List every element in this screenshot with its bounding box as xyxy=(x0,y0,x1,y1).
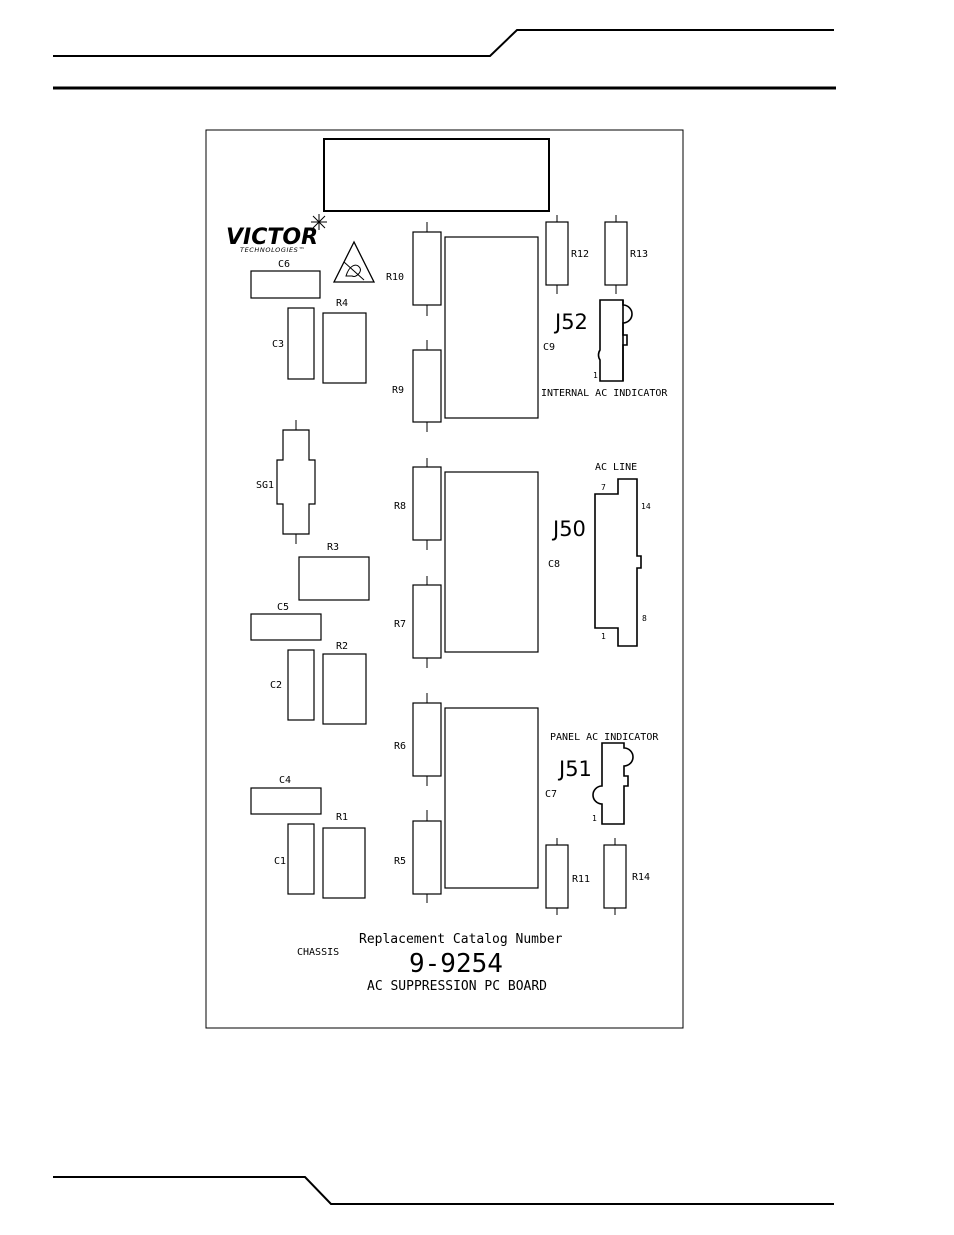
footer-rule xyxy=(53,1177,834,1204)
label-c7: C7 xyxy=(545,789,557,800)
capacitor-c7 xyxy=(445,708,538,888)
surge-gap-sg1 xyxy=(277,420,315,544)
label-ac-line: AC LINE xyxy=(595,462,637,473)
label-r6: R6 xyxy=(394,741,406,752)
label-r2: R2 xyxy=(336,641,348,652)
svg-text:TECHNOLOGIES™: TECHNOLOGIES™ xyxy=(240,246,306,254)
label-j50-pin14: 14 xyxy=(641,502,651,511)
label-r5: R5 xyxy=(394,856,406,867)
capacitor-c2 xyxy=(288,650,314,720)
capacitor-c5 xyxy=(251,614,321,640)
label-panel-ac-indicator: PANEL AC INDICATOR xyxy=(550,732,659,743)
label-chassis: CHASSIS xyxy=(297,947,339,958)
resistor-r8 xyxy=(413,458,441,550)
catalog-title: Replacement Catalog Number xyxy=(359,932,563,947)
label-c2: C2 xyxy=(270,680,282,691)
resistor-r2 xyxy=(323,654,366,724)
resistor-r7 xyxy=(413,576,441,668)
label-r1: R1 xyxy=(336,812,348,823)
label-r9: R9 xyxy=(392,385,404,396)
resistor-r4 xyxy=(323,313,366,383)
label-c3: C3 xyxy=(272,339,284,350)
resistor-r12 xyxy=(546,215,568,294)
label-sg1: SG1 xyxy=(256,480,274,491)
label-j50: J50 xyxy=(551,517,586,541)
label-r14: R14 xyxy=(632,872,650,883)
connector-j50 xyxy=(595,479,641,646)
resistor-r5 xyxy=(413,810,441,903)
label-c8: C8 xyxy=(548,559,560,570)
resistor-r10 xyxy=(413,222,441,316)
label-r13: R13 xyxy=(630,249,648,260)
label-j51: J51 xyxy=(557,757,592,781)
label-j52: J52 xyxy=(553,310,588,334)
label-c4: C4 xyxy=(279,775,291,786)
capacitor-c1 xyxy=(288,824,314,894)
header-rule xyxy=(53,30,836,88)
label-c6: C6 xyxy=(278,259,290,270)
resistor-r1 xyxy=(323,828,365,898)
capacitor-c8 xyxy=(445,472,538,652)
label-c1: C1 xyxy=(274,856,286,867)
catalog-number: 9-9254 xyxy=(409,949,503,979)
label-r7: R7 xyxy=(394,619,406,630)
label-r4: R4 xyxy=(336,298,348,309)
label-c5: C5 xyxy=(277,602,289,613)
star-icon xyxy=(311,214,327,230)
label-r12: R12 xyxy=(571,249,589,260)
label-j50-pin1: 1 xyxy=(601,632,606,641)
label-r3: R3 xyxy=(327,542,339,553)
capacitor-c9 xyxy=(445,237,538,418)
capacitor-c3 xyxy=(288,308,314,379)
board-name: AC SUPPRESSION PC BOARD xyxy=(367,979,547,994)
label-r8: R8 xyxy=(394,501,406,512)
resistor-r14 xyxy=(604,838,626,915)
capacitor-c6 xyxy=(251,271,320,298)
label-r11: R11 xyxy=(572,874,590,885)
label-j51-pin1: 1 xyxy=(592,814,597,823)
label-r10: R10 xyxy=(386,272,404,283)
resistor-r13 xyxy=(605,215,627,294)
resistor-r6 xyxy=(413,693,441,786)
capacitor-c4 xyxy=(251,788,321,814)
resistor-r9 xyxy=(413,340,441,432)
display-window xyxy=(324,139,549,211)
label-j50-pin7: 7 xyxy=(601,483,606,492)
label-j52-pin1: 1 xyxy=(593,371,598,380)
label-internal-ac-indicator: INTERNAL AC INDICATOR xyxy=(541,388,668,399)
label-j50-pin8: 8 xyxy=(642,614,647,623)
resistor-r3 xyxy=(299,557,369,600)
resistor-r11 xyxy=(546,838,568,915)
label-c9: C9 xyxy=(543,342,555,353)
